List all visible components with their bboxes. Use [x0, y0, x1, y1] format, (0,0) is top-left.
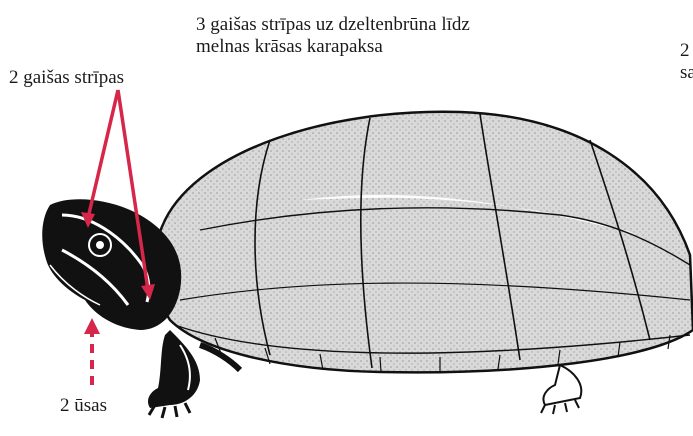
head-shape [42, 199, 181, 330]
rear-leg [541, 365, 581, 414]
barbel-arrow [84, 318, 100, 385]
carapace-shape [154, 112, 693, 373]
